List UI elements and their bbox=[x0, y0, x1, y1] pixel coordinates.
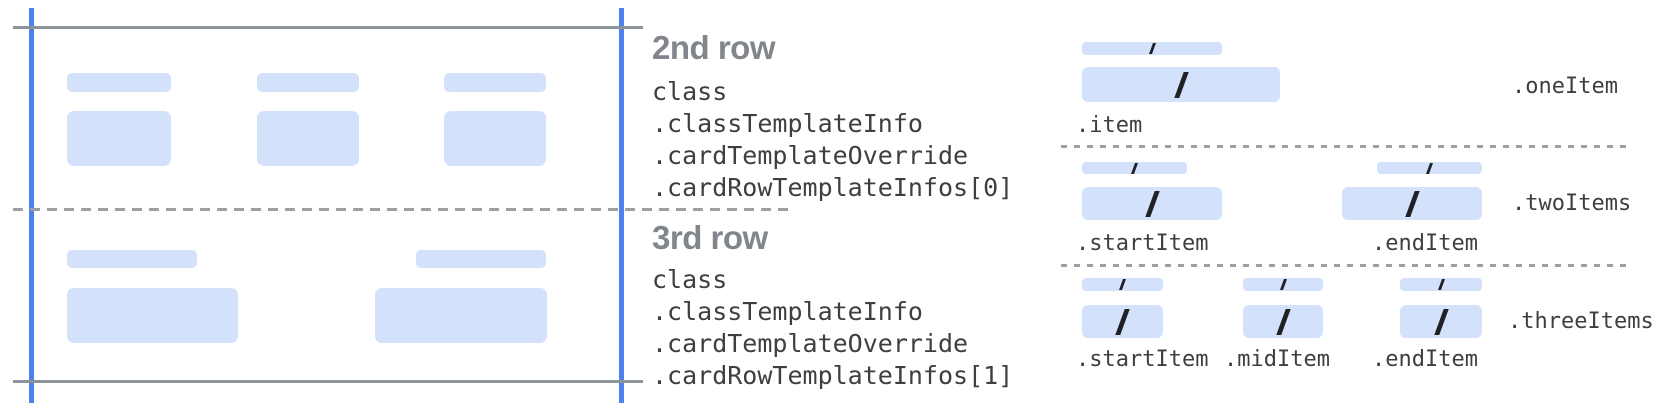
field-value-placeholder bbox=[444, 111, 546, 166]
slash-icon bbox=[1275, 308, 1291, 335]
field-label-placeholder bbox=[444, 73, 546, 92]
slash-icon bbox=[1118, 279, 1127, 290]
item-value-bar bbox=[1243, 305, 1323, 338]
item-label-bar bbox=[1082, 278, 1163, 291]
code-line: .cardRowTemplateInfos[0] bbox=[652, 173, 1014, 202]
slash-icon bbox=[1279, 279, 1287, 290]
item-value-bar bbox=[1342, 187, 1482, 220]
code-line: .cardTemplateOverride bbox=[652, 141, 969, 170]
item-field-label: .endItem bbox=[1372, 231, 1478, 256]
section-divider-dotted-line bbox=[1061, 264, 1630, 267]
layout-name-label: .threeItems bbox=[1508, 309, 1654, 334]
slash-icon bbox=[1115, 308, 1130, 335]
item-field-label: .startItem bbox=[1076, 347, 1209, 372]
slash-icon bbox=[1148, 43, 1156, 54]
code-line: class bbox=[652, 77, 728, 106]
item-value-bar bbox=[1082, 67, 1280, 102]
field-label-placeholder bbox=[67, 250, 197, 268]
item-label-bar bbox=[1400, 278, 1482, 291]
code-line: .cardRowTemplateInfos[1] bbox=[652, 361, 1014, 390]
item-field-label: .midItem bbox=[1224, 347, 1330, 372]
row-heading: 3rd row bbox=[652, 219, 768, 256]
field-label-placeholder bbox=[257, 73, 359, 92]
code-line: .classTemplateInfo bbox=[652, 109, 923, 138]
row-heading: 2nd row bbox=[652, 29, 776, 66]
code-line: .cardTemplateOverride bbox=[652, 329, 969, 358]
top-guide-line bbox=[13, 26, 643, 29]
code-line: class bbox=[652, 265, 728, 294]
item-label-bar bbox=[1377, 162, 1482, 174]
layout-name-label: .twoItems bbox=[1512, 191, 1632, 216]
field-value-placeholder bbox=[375, 288, 547, 343]
left-guide-line bbox=[29, 8, 34, 403]
item-label-bar bbox=[1243, 278, 1323, 291]
slash-icon bbox=[1433, 308, 1449, 335]
slash-icon bbox=[1404, 190, 1420, 217]
slash-icon bbox=[1144, 190, 1160, 217]
field-label-placeholder bbox=[416, 250, 546, 268]
layout-name-label: .oneItem bbox=[1512, 74, 1618, 99]
code-line: .classTemplateInfo bbox=[652, 297, 923, 326]
item-field-label: .item bbox=[1076, 113, 1143, 138]
slash-icon bbox=[1425, 162, 1434, 174]
item-value-bar bbox=[1400, 305, 1482, 338]
row-code-path: class .classTemplateInfo .cardTemplateOv… bbox=[652, 264, 1013, 392]
field-value-placeholder bbox=[257, 111, 359, 166]
section-divider-dotted-line bbox=[1061, 145, 1630, 148]
field-value-placeholder bbox=[67, 288, 238, 343]
item-field-label: .endItem bbox=[1372, 347, 1478, 372]
right-guide-line bbox=[619, 8, 624, 403]
item-label-bar bbox=[1082, 42, 1222, 55]
item-value-bar bbox=[1082, 187, 1222, 220]
slash-icon bbox=[1173, 71, 1189, 98]
row-divider-dashed-line bbox=[13, 208, 790, 211]
item-label-bar bbox=[1082, 162, 1187, 174]
row-code-path: class .classTemplateInfo .cardTemplateOv… bbox=[652, 76, 1013, 204]
field-label-placeholder bbox=[67, 73, 171, 92]
field-value-placeholder bbox=[67, 111, 171, 166]
slash-icon bbox=[1130, 162, 1139, 174]
slash-icon bbox=[1437, 279, 1445, 290]
item-value-bar bbox=[1082, 305, 1163, 338]
bottom-guide-line bbox=[13, 380, 643, 383]
item-field-label: .startItem bbox=[1076, 231, 1209, 256]
